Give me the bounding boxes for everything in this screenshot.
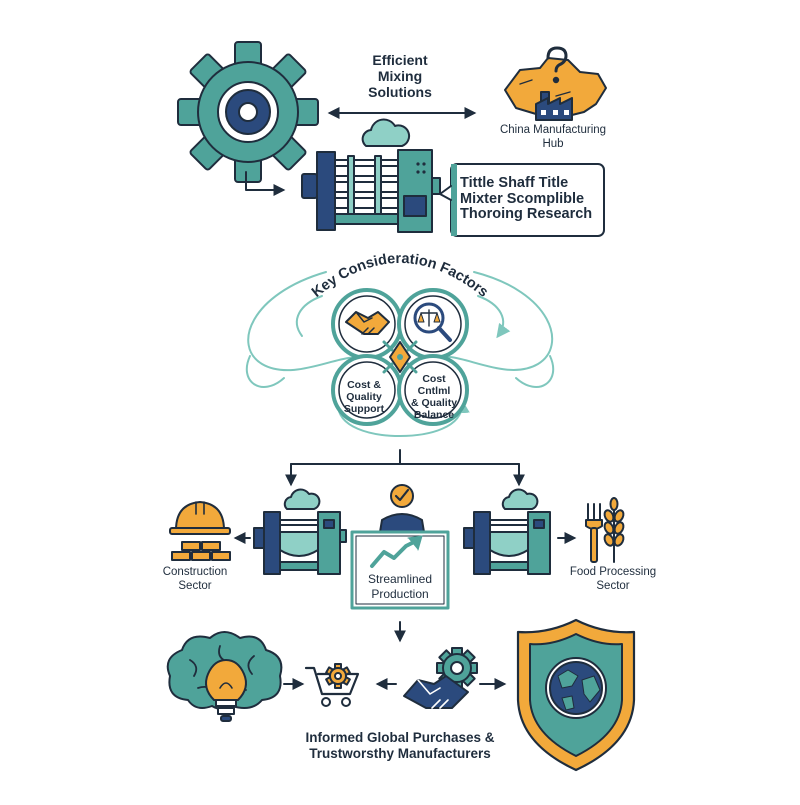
swirl-loop bbox=[245, 271, 555, 437]
factor-label-support: Cost & Quality Support bbox=[343, 379, 385, 416]
shaft-mixer-icon bbox=[463, 511, 551, 575]
footer-label: Informed Global Purchases & Trustworsthy… bbox=[305, 730, 495, 762]
splitter-lines bbox=[285, 449, 525, 487]
callout-text: Tittle Shaff Title Mixter Scomplible Tho… bbox=[460, 175, 593, 223]
cloud-icon bbox=[501, 488, 539, 510]
factor-circle-magnifier bbox=[397, 288, 469, 360]
magnifier-scale-icon bbox=[413, 302, 452, 342]
worker-check-icon bbox=[379, 484, 425, 533]
production-label: Streamlined Production bbox=[367, 572, 433, 601]
shaft-mixer-icon bbox=[253, 511, 347, 575]
gear-icon bbox=[177, 41, 319, 183]
factors-arc-title: Key Consideration Factors bbox=[309, 251, 491, 301]
cloud-icon bbox=[361, 118, 411, 147]
cloud-icon bbox=[283, 488, 321, 510]
bricks-icon bbox=[171, 541, 231, 561]
brain-lightbulb-icon bbox=[166, 631, 283, 722]
factory-icon bbox=[535, 91, 573, 121]
shaft-mixer-icon bbox=[301, 149, 441, 233]
gear-to-mixer-arrow bbox=[245, 171, 286, 196]
handshake-icon bbox=[345, 311, 390, 335]
growth-chart-icon bbox=[370, 535, 423, 568]
shield-globe-icon bbox=[516, 618, 636, 772]
food-sector-label: Food Processing Sector bbox=[569, 566, 657, 592]
hub-label: China Manufacturing Hub bbox=[499, 124, 607, 150]
construction-sector-label: Construction Sector bbox=[162, 566, 228, 592]
page-title: Efficient Mixing Solutions bbox=[368, 52, 432, 101]
fork-icon bbox=[585, 503, 603, 563]
handshake-gear-icon bbox=[403, 647, 478, 709]
shopping-cart-icon bbox=[304, 663, 360, 707]
question-mark-icon bbox=[546, 46, 568, 84]
production-box bbox=[350, 530, 450, 610]
center-diamond bbox=[382, 340, 418, 374]
wheat-icon bbox=[603, 497, 625, 563]
factor-label-balance: Cost Cntlml & Quality Balance bbox=[410, 373, 458, 422]
callout-box bbox=[439, 163, 605, 237]
hard-hat-icon bbox=[169, 501, 231, 535]
